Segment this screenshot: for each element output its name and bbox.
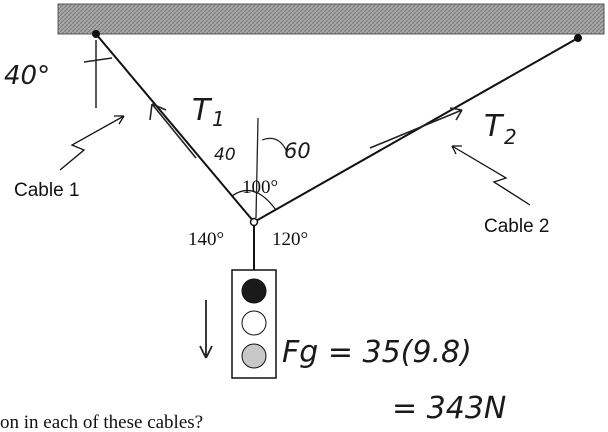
cable-1-pointer <box>59 115 125 171</box>
anchor-right <box>574 34 582 42</box>
cable-1-line <box>95 33 255 223</box>
angle-arc-top <box>231 189 277 211</box>
cable-1-pointer-head <box>114 115 125 125</box>
cable-2-pointer <box>451 145 531 206</box>
weight-arrow <box>199 300 213 359</box>
traffic-light <box>231 269 277 379</box>
angle-140-label: 140° <box>188 229 224 250</box>
handwritten-wall-angle: 40° <box>4 61 50 91</box>
handwritten-tension-1-sub: 1 <box>212 107 225 131</box>
cable-2-line <box>253 37 579 223</box>
handwritten-vertical-line <box>255 117 259 219</box>
question-text-fragment: on in each of these cables? <box>0 412 203 432</box>
angle-120-label: 120° <box>272 229 308 250</box>
junction-knot <box>249 217 259 227</box>
light-top <box>241 278 267 304</box>
handwritten-arc-60 <box>261 137 287 151</box>
handwritten-weight-equation: Fg = 35(9.8) <box>282 335 472 370</box>
cable-2-label: Cable 2 <box>484 216 550 237</box>
tension-1-arrow <box>149 103 197 159</box>
handwritten-tension-2: T <box>484 109 505 144</box>
anchor-left <box>92 30 100 38</box>
handwritten-weight-result: = 343N <box>392 391 506 426</box>
handwritten-angle-40: 40 <box>214 145 236 165</box>
handwritten-tension-2-sub: 2 <box>504 125 517 149</box>
light-middle <box>241 310 267 336</box>
light-bottom <box>241 343 267 369</box>
handwritten-wall-angle-mark <box>83 40 113 108</box>
ceiling-beam <box>57 3 605 35</box>
angle-100-label: 100° <box>242 177 278 198</box>
cable-1-label: Cable 1 <box>14 180 80 201</box>
tension-2-arrow <box>369 107 463 149</box>
handwritten-angle-60: 60 <box>284 139 311 163</box>
handwritten-tension-1: T <box>192 93 213 128</box>
cable-2-pointer-head <box>451 145 462 155</box>
